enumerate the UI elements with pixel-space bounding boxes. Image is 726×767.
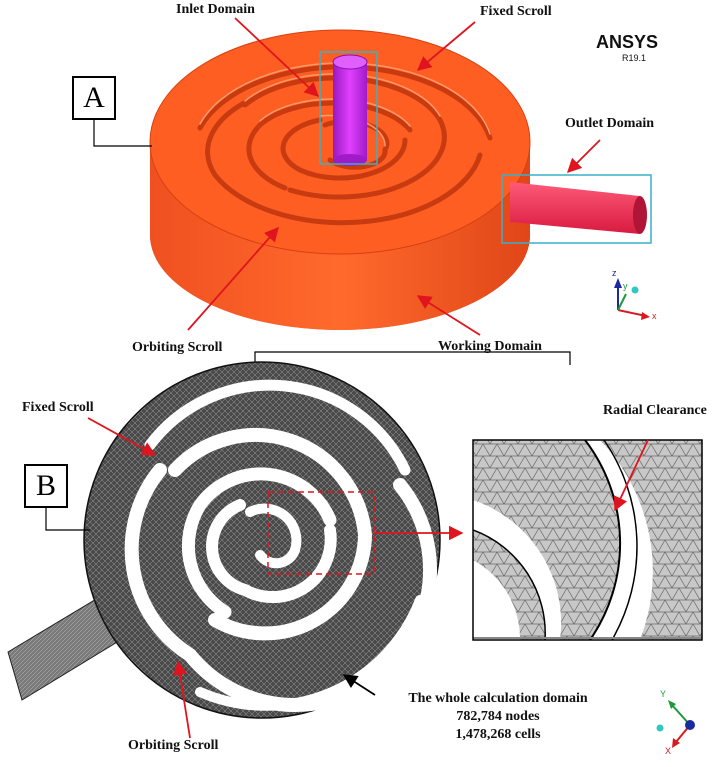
axis-b-x-label: X [665, 746, 672, 756]
panel-b-mesh-domain [7, 361, 441, 719]
fixed-scroll-label-b: Fixed Scroll [22, 400, 94, 415]
radial-clearance-label: Radial Clearance [603, 403, 707, 418]
working-domain-bracket [254, 351, 571, 365]
domain-summary-nodes: 782,784 nodes [456, 709, 540, 724]
orbiting-scroll-label-b: Orbiting Scroll [128, 738, 219, 753]
inlet-domain-label: Inlet Domain [176, 2, 255, 17]
panel-a-connector [93, 118, 152, 147]
domain-summary-title: The whole calculation domain [408, 691, 588, 706]
domain-summary-arrow [342, 674, 376, 696]
panel-b-connector [45, 505, 90, 531]
software-logo: ANSYS [596, 32, 659, 52]
panel-a-scroll-model [149, 29, 652, 330]
working-domain-label: Working Domain [438, 339, 542, 354]
orbiting-scroll-label-a: Orbiting Scroll [132, 340, 223, 355]
axis-a-y-label: y [623, 281, 628, 291]
axis-b-y-label: Y [660, 689, 667, 699]
panel-b-annotation-arrows [87, 417, 649, 739]
axis-a-x-label: x [652, 311, 657, 321]
outlet-domain-label: Outlet Domain [565, 116, 655, 131]
axis-triad-a [614, 278, 650, 320]
domain-summary-cells: 1,478,268 cells [455, 727, 541, 742]
axis-triad-b [656, 700, 695, 748]
panel-b-tag: B [24, 464, 68, 508]
panel-a-annotation-arrows [187, 17, 601, 336]
domain-summary: The whole calculation domain 782,784 nod… [388, 690, 608, 744]
fixed-scroll-label-a: Fixed Scroll [480, 4, 552, 19]
axis-a-z-label: z [612, 268, 617, 278]
software-version: R19.1 [622, 53, 647, 63]
panel-a-tag: A [72, 76, 116, 120]
radial-clearance-inset [472, 439, 703, 641]
